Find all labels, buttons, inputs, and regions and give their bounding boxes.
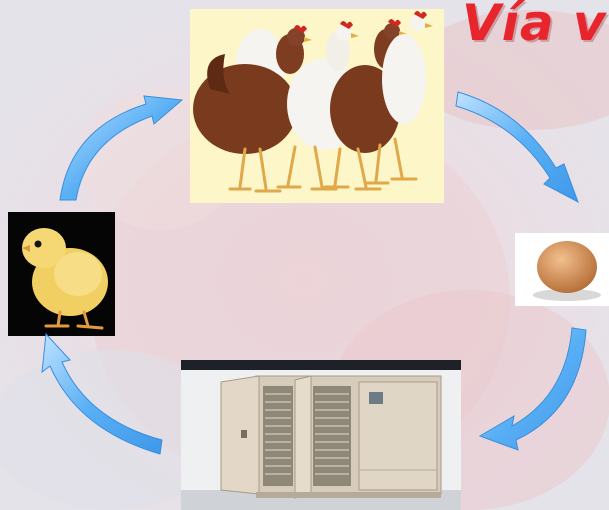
slide-title: Vía v: [462, 0, 607, 52]
incubator-photo: [181, 360, 461, 510]
hens-photo: [190, 9, 444, 203]
egg-photo: [515, 233, 609, 306]
chick-photo: [8, 212, 115, 336]
